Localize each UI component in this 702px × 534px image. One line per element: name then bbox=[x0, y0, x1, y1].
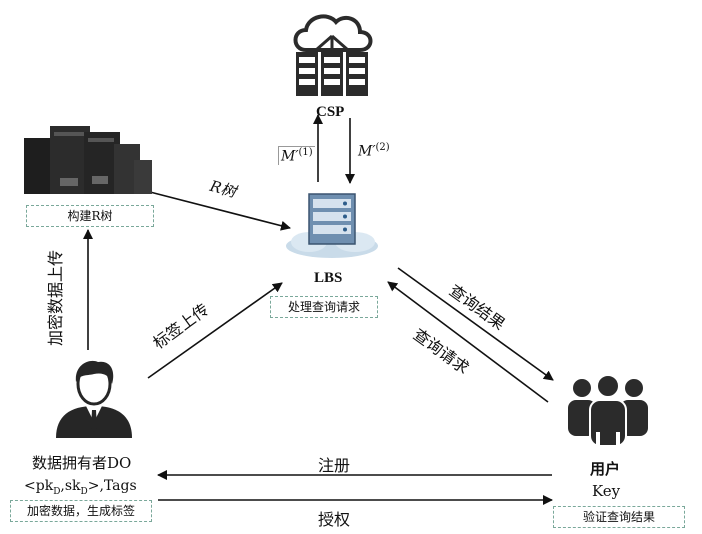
lbs-server-icon bbox=[283, 188, 381, 260]
arrow-rtree bbox=[149, 191, 291, 231]
edge-label-encrypt-upload: 加密数据上传 bbox=[46, 250, 65, 347]
cloud-server-icon bbox=[286, 8, 378, 100]
owner-title: 数据拥有者DO bbox=[32, 454, 132, 472]
edge-label-m2: M′(2) bbox=[358, 142, 390, 160]
users-title: 用户 bbox=[590, 462, 621, 478]
user-group-icon bbox=[560, 370, 656, 450]
edge-label-register: 注册 bbox=[318, 456, 351, 475]
csp-title: CSP bbox=[316, 104, 345, 120]
pc-caption: 构建R树 bbox=[26, 205, 154, 227]
arrow-query-request bbox=[387, 281, 549, 403]
person-icon bbox=[52, 356, 136, 438]
owner-caption: 加密数据，生成标签 bbox=[10, 500, 152, 522]
computer-cluster-icon bbox=[20, 118, 155, 198]
edge-label-m1: M′(1) bbox=[278, 146, 315, 165]
users-key: Key bbox=[592, 482, 621, 500]
arrow-tag-upload bbox=[147, 282, 283, 379]
lbs-caption: 处理查询请求 bbox=[270, 296, 378, 318]
edge-label-authorize: 授权 bbox=[318, 510, 351, 529]
arrow-query-result bbox=[397, 267, 554, 381]
owner-keys: <pkD,skD>,Tags bbox=[24, 478, 137, 497]
lbs-title: LBS bbox=[314, 270, 343, 286]
users-caption: 验证查询结果 bbox=[553, 506, 685, 528]
